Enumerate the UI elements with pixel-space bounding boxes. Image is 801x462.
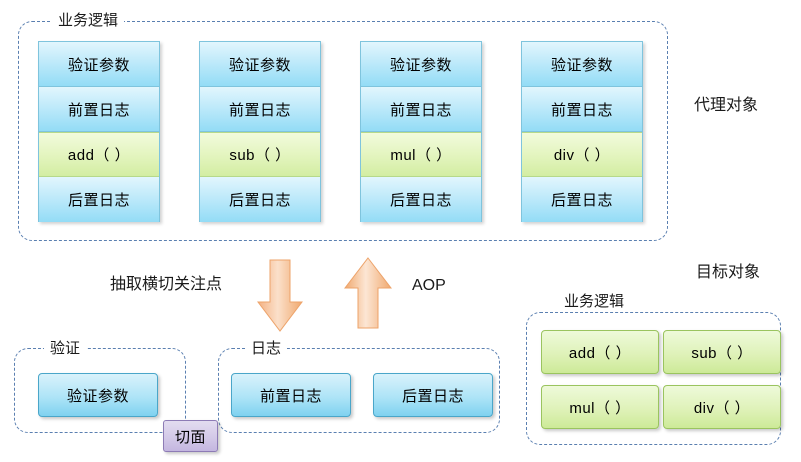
target-object-label: 目标对象	[696, 264, 761, 281]
validate-caption: 验证	[44, 340, 87, 358]
proxy-business-logic-caption: 业务逻辑	[52, 12, 125, 30]
column-cell-method: sub（ ）	[200, 132, 320, 177]
column-cell-validate: 验证参数	[522, 42, 642, 87]
target-method-sub: sub（ ）	[663, 330, 781, 374]
column-cell-validate: 验证参数	[39, 42, 159, 87]
aop-label: AOP	[412, 277, 446, 294]
column-cell-before-log: 前置日志	[39, 87, 159, 132]
proxy-method-column-add: 验证参数 前置日志 add（ ） 后置日志	[38, 41, 160, 222]
proxy-object-container	[18, 21, 668, 241]
target-object-container	[526, 312, 781, 445]
validate-aspect-container	[14, 348, 186, 433]
column-cell-method: div（ ）	[522, 132, 642, 177]
target-method-mul: mul（ ）	[541, 385, 659, 429]
aspect-badge: 切面	[163, 420, 218, 452]
target-method-add: add（ ）	[541, 330, 659, 374]
column-cell-before-log: 前置日志	[522, 87, 642, 132]
target-business-logic-caption: 业务逻辑	[558, 293, 631, 311]
log-aspect-container	[218, 348, 500, 433]
extract-crosscutting-label: 抽取横切关注点	[110, 276, 223, 293]
proxy-method-column-div: 验证参数 前置日志 div（ ） 后置日志	[521, 41, 643, 222]
column-cell-before-log: 前置日志	[200, 87, 320, 132]
column-cell-after-log: 后置日志	[522, 177, 642, 222]
column-cell-validate: 验证参数	[361, 42, 481, 87]
column-cell-before-log: 前置日志	[361, 87, 481, 132]
before-log-chip: 前置日志	[231, 373, 351, 417]
up-arrow-icon	[343, 257, 393, 329]
down-arrow-icon	[256, 259, 304, 332]
proxy-method-column-sub: 验证参数 前置日志 sub（ ） 后置日志	[199, 41, 321, 222]
column-cell-after-log: 后置日志	[200, 177, 320, 222]
column-cell-validate: 验证参数	[200, 42, 320, 87]
target-method-div: div（ ）	[663, 385, 781, 429]
column-cell-method: add（ ）	[39, 132, 159, 177]
column-cell-after-log: 后置日志	[39, 177, 159, 222]
column-cell-after-log: 后置日志	[361, 177, 481, 222]
after-log-chip: 后置日志	[373, 373, 493, 417]
column-cell-method: mul（ ）	[361, 132, 481, 177]
proxy-object-label: 代理对象	[694, 97, 759, 114]
validate-param-chip: 验证参数	[38, 373, 158, 417]
proxy-method-column-mul: 验证参数 前置日志 mul（ ） 后置日志	[360, 41, 482, 222]
log-caption: 日志	[245, 340, 288, 358]
